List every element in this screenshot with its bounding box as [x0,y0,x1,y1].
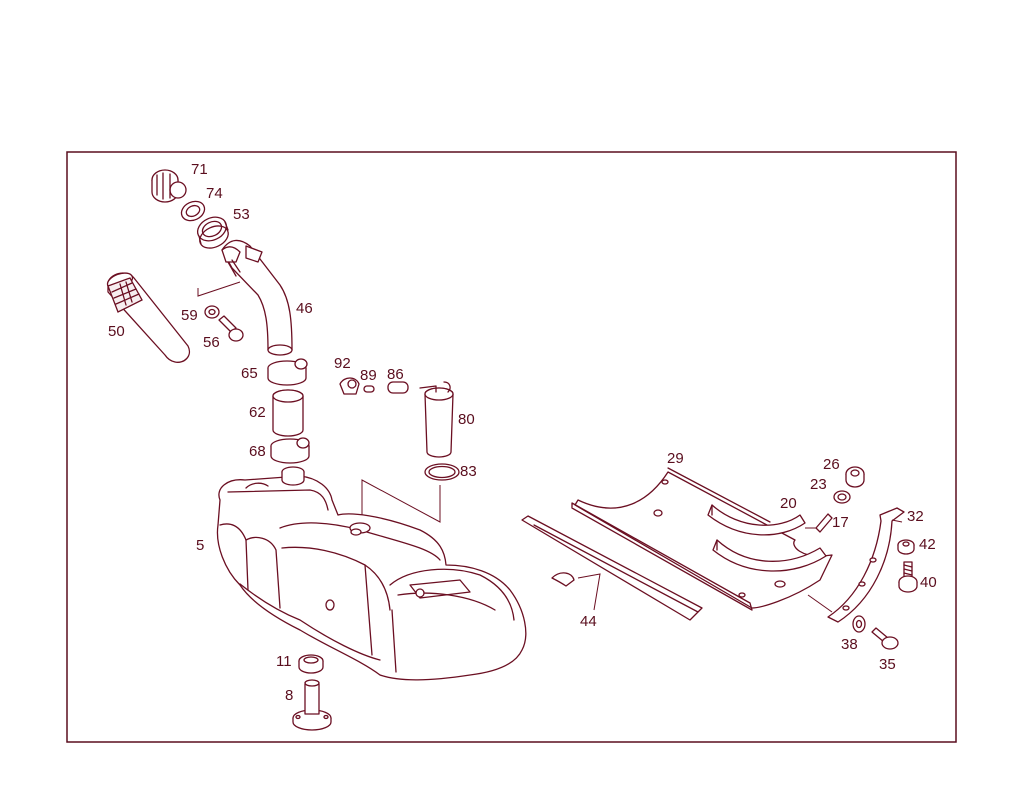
part-42-washer[interactable] [897,539,915,555]
part-8-drain-plug[interactable] [292,679,332,731]
label-74: 74 [206,185,223,202]
part-44-clip[interactable] [551,572,575,587]
part-59-washer[interactable] [204,305,220,319]
label-46: 46 [296,300,313,317]
diagram-frame [66,151,957,743]
leader-32 [891,519,903,523]
label-83: 83 [460,463,477,480]
part-32-strap-bracket[interactable] [827,507,905,623]
leader-83 [361,479,441,525]
label-56: 56 [203,334,220,351]
label-38: 38 [841,636,858,653]
label-44: 44 [580,613,597,630]
part-38-washer[interactable] [852,615,866,633]
label-23: 23 [810,476,827,493]
part-56-bolt[interactable] [218,315,244,342]
part-62-hose-sleeve[interactable] [272,389,304,437]
part-80-fuel-sender[interactable] [419,381,454,458]
label-62: 62 [249,404,266,421]
label-50: 50 [108,323,125,340]
label-89: 89 [360,367,377,384]
part-44-rail-strip[interactable] [521,515,703,621]
label-11: 11 [276,653,292,670]
leader-38 [807,594,833,613]
label-5: 5 [196,537,204,554]
part-53-neck-ring[interactable] [194,213,232,253]
label-26: 26 [823,456,840,473]
part-17-bolt[interactable] [815,513,833,533]
label-40: 40 [920,574,937,591]
part-35-bolt[interactable] [871,627,899,650]
part-40-bolt[interactable] [898,561,918,593]
part-65-hose-clamp[interactable] [267,358,308,386]
part-68-hose-clamp[interactable] [270,437,310,464]
leader-44 [577,573,601,611]
label-32: 32 [907,508,924,525]
part-29-shield-plate[interactable] [571,467,833,611]
label-80: 80 [458,411,475,428]
label-59: 59 [181,307,198,324]
part-86-hose[interactable] [387,381,409,394]
part-11-seal-ring[interactable] [298,654,324,674]
part-20-tank-straps[interactable] [707,504,827,572]
label-29: 29 [667,450,684,467]
part-26-nut[interactable] [845,466,865,488]
part-74-seal-ring[interactable] [178,198,207,224]
leader-46 [197,281,241,297]
part-50-hose[interactable] [105,270,190,363]
part-83-gasket[interactable] [424,463,460,481]
label-17: 17 [832,514,849,531]
part-92-clip[interactable] [339,377,360,395]
label-42: 42 [919,536,936,553]
label-92: 92 [334,355,351,372]
label-53: 53 [233,206,250,223]
label-71: 71 [191,161,208,178]
label-20: 20 [780,495,797,512]
part-71-filler-cap[interactable] [151,169,187,203]
label-35: 35 [879,656,896,673]
label-68: 68 [249,443,266,460]
label-86: 86 [387,366,404,383]
label-65: 65 [241,365,258,382]
part-46-filler-pipe[interactable] [221,239,293,356]
part-5-fuel-tank[interactable] [216,466,527,681]
label-8: 8 [285,687,293,704]
part-23-washer[interactable] [833,490,851,504]
part-89-pin[interactable] [363,385,375,393]
